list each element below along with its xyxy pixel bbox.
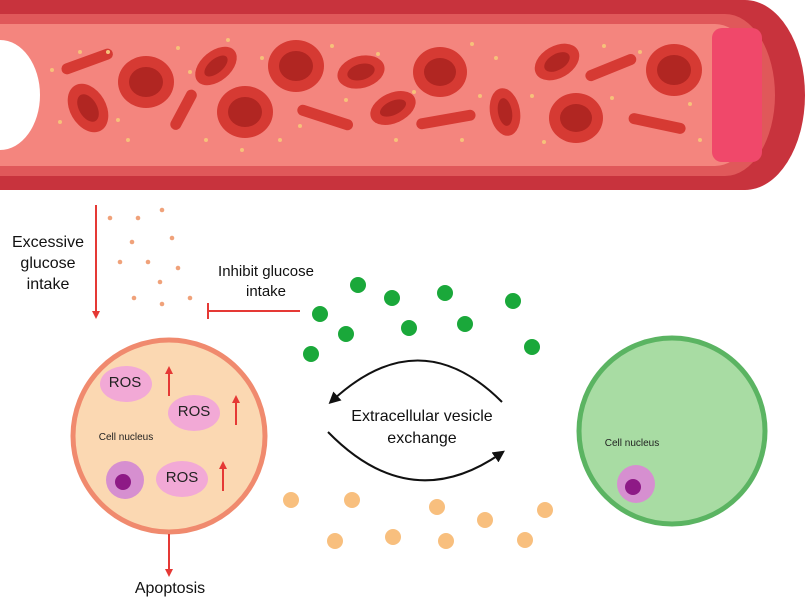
- vessel-opening: [0, 40, 40, 150]
- green-vesicles: [303, 277, 540, 362]
- nucleus-healthy: [617, 465, 655, 503]
- nucleus-label-damaged: Cell nucleus: [98, 432, 154, 443]
- ros-label-1: ROS: [108, 374, 142, 391]
- ros-bubble-2: [168, 395, 220, 431]
- ros-label-3: ROS: [165, 469, 199, 486]
- glucose-dots: [107, 207, 193, 307]
- ros-bubble-1: [100, 366, 152, 402]
- nucleus-label-healthy: Cell nucleus: [604, 438, 660, 449]
- healthy-cell: [576, 335, 768, 527]
- excessive-glucose-label: Excessive glucose intake: [11, 234, 85, 293]
- vessel-glucose-dots: [50, 38, 702, 152]
- exchange-arrow-bottom: [327, 431, 505, 482]
- orange-vesicles: [283, 492, 553, 549]
- apoptosis-label: Apoptosis: [134, 580, 206, 597]
- damaged-cell: [70, 337, 268, 535]
- ev-exchange-label: Extracellular vesicle exchange: [351, 408, 493, 447]
- inhibit-glucose-label: Inhibit glucose intake: [218, 263, 314, 300]
- inhibit-glucose-line: [207, 303, 300, 319]
- exchange-arrow-top: [328, 359, 503, 405]
- ros-label-2: ROS: [177, 403, 211, 420]
- ros-increase-arrows: [165, 366, 240, 491]
- nucleus-damaged: [106, 461, 144, 499]
- red-blood-cells: [61, 40, 702, 143]
- ros-bubble-3: [156, 461, 208, 497]
